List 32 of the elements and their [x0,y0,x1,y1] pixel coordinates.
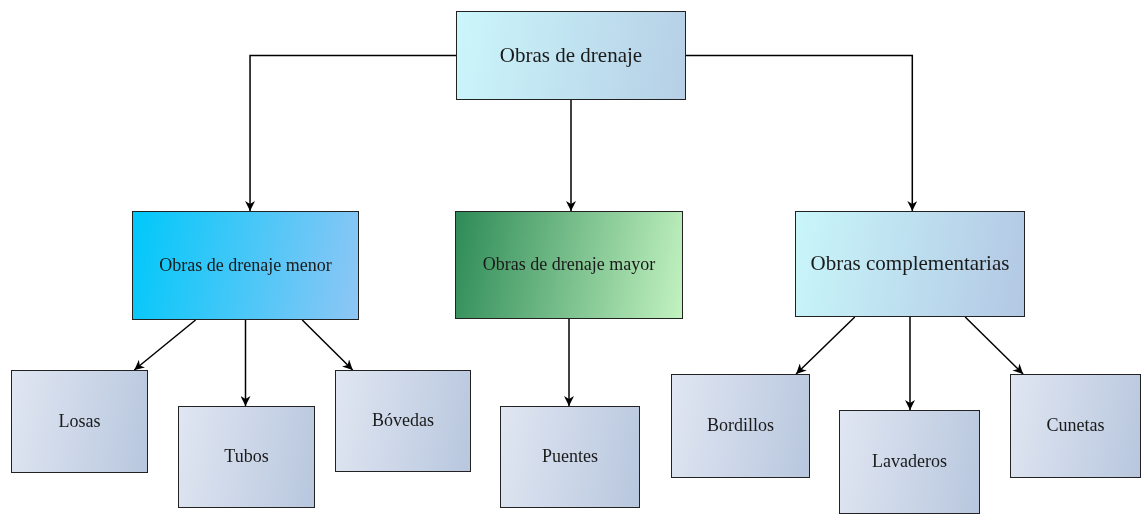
arrow [240,319,251,407]
category-box [178,406,315,508]
arrow [245,54,457,212]
arrow [685,54,918,212]
box-label: Tubos [224,446,269,468]
arrow [564,318,574,407]
box-label: Bóvedas [372,410,434,432]
category-box [500,406,640,508]
box-label: Puentes [542,446,598,468]
arrow [964,316,1024,375]
category-box [839,410,980,514]
arrow [905,316,915,411]
category-box [1010,374,1141,478]
category-box [455,211,683,319]
box-label: Obras de drenaje mayor [482,254,656,276]
category-box [795,211,1025,317]
box-label: Cunetas [1046,415,1105,437]
category-box [132,211,359,320]
arrow [301,319,354,371]
category-box [456,11,686,100]
arrow [795,316,856,375]
box-label: Losas [58,410,101,433]
category-box [335,370,471,472]
box-label: Obras complementarias [810,251,1010,277]
category-box [671,374,810,478]
category-box [11,370,148,473]
arrow [566,99,576,212]
arrow [133,319,197,371]
box-label: Bordillos [707,415,774,437]
box-label: Lavaderos [872,451,947,473]
box-label: Obras de drenaje menor [159,254,332,277]
box-label: Obras de drenaje [499,42,643,69]
